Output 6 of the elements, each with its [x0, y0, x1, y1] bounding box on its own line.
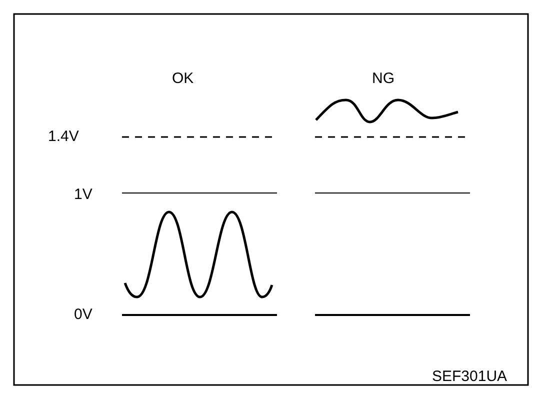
- status-label: OK: [172, 70, 194, 88]
- voltage-label: 1V: [74, 186, 92, 204]
- figure-code: SEF301UA: [432, 368, 508, 386]
- voltage-label: 0V: [74, 306, 92, 324]
- status-label: NG: [372, 70, 394, 88]
- voltage-label: 1.4V: [48, 128, 79, 146]
